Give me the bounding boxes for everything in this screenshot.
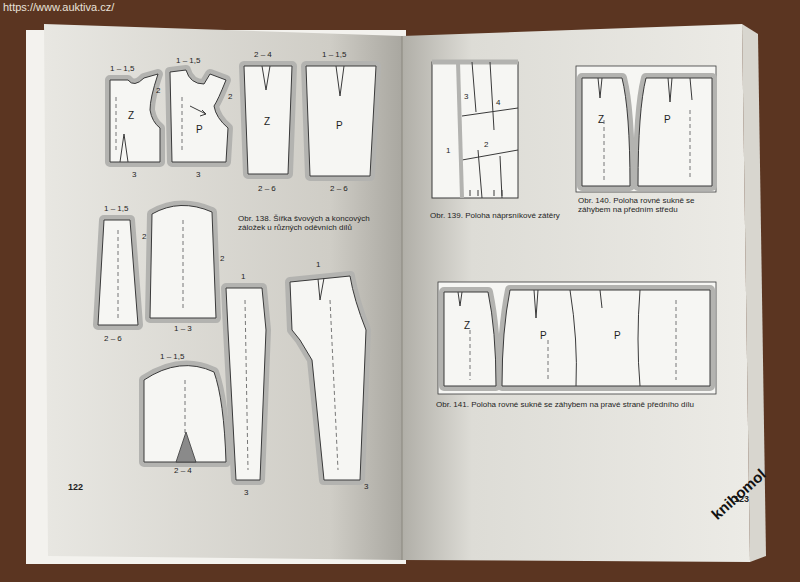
pattern-label: Z [264, 116, 270, 128]
pattern-label: 2 [142, 232, 146, 241]
pattern-label: 3 [244, 488, 248, 497]
pattern-label: 4 [496, 98, 500, 107]
pattern-label: 2 – 4 [174, 466, 192, 475]
pattern-label: 3 [132, 170, 136, 179]
pattern-label: 3 [364, 482, 368, 491]
pattern-label: 2 – 4 [254, 50, 272, 59]
pattern-label: 1 [316, 260, 320, 269]
figure-caption: Obr. 139. Poloha náprsníkové zátěry [430, 211, 570, 220]
pattern-label: Z [464, 320, 470, 332]
pattern-label: 1 – 1,5 [104, 204, 128, 213]
pattern-label: 2 [484, 140, 488, 149]
pattern-label: 1 – 1,5 [176, 56, 200, 65]
pattern-label: 1 [446, 146, 450, 155]
pattern-label: 2 [228, 92, 232, 101]
pattern-label: Z [128, 110, 134, 122]
page-number: 122 [68, 482, 83, 492]
pattern-label: 1 – 1,5 [110, 64, 134, 73]
pattern-label: P [336, 120, 343, 132]
pattern-label: P [196, 124, 203, 136]
pattern-label: P [614, 330, 621, 342]
pattern-label: 2 – 6 [330, 184, 348, 193]
pattern-label: 2 [156, 86, 160, 95]
pattern-label: P [664, 114, 671, 126]
pattern-label: Z [598, 114, 604, 126]
pattern-label: 1 – 1,5 [160, 352, 184, 361]
pattern-label: 1 – 1,5 [322, 50, 346, 59]
url-watermark: https://www.auktiva.cz/ [3, 1, 114, 14]
figure-caption: Obr. 138. Šířka švových a koncových zálo… [238, 214, 388, 232]
pattern-label: 1 [241, 272, 245, 281]
figure-caption: Obr. 140. Poloha rovné sukně se záhybem … [578, 196, 720, 214]
pattern-label: 3 [464, 92, 468, 101]
pattern-label: 1 – 3 [174, 324, 192, 333]
pattern-label: P [540, 330, 547, 342]
pattern-label: 3 [196, 170, 200, 179]
seller-watermark: knihomol [708, 465, 769, 522]
pattern-label: 2 [220, 254, 224, 263]
pattern-label: 2 – 6 [104, 334, 122, 343]
figure-caption: Obr. 141. Poloha rovné sukně se záhybem … [436, 400, 726, 409]
pattern-label: 2 – 6 [258, 184, 276, 193]
